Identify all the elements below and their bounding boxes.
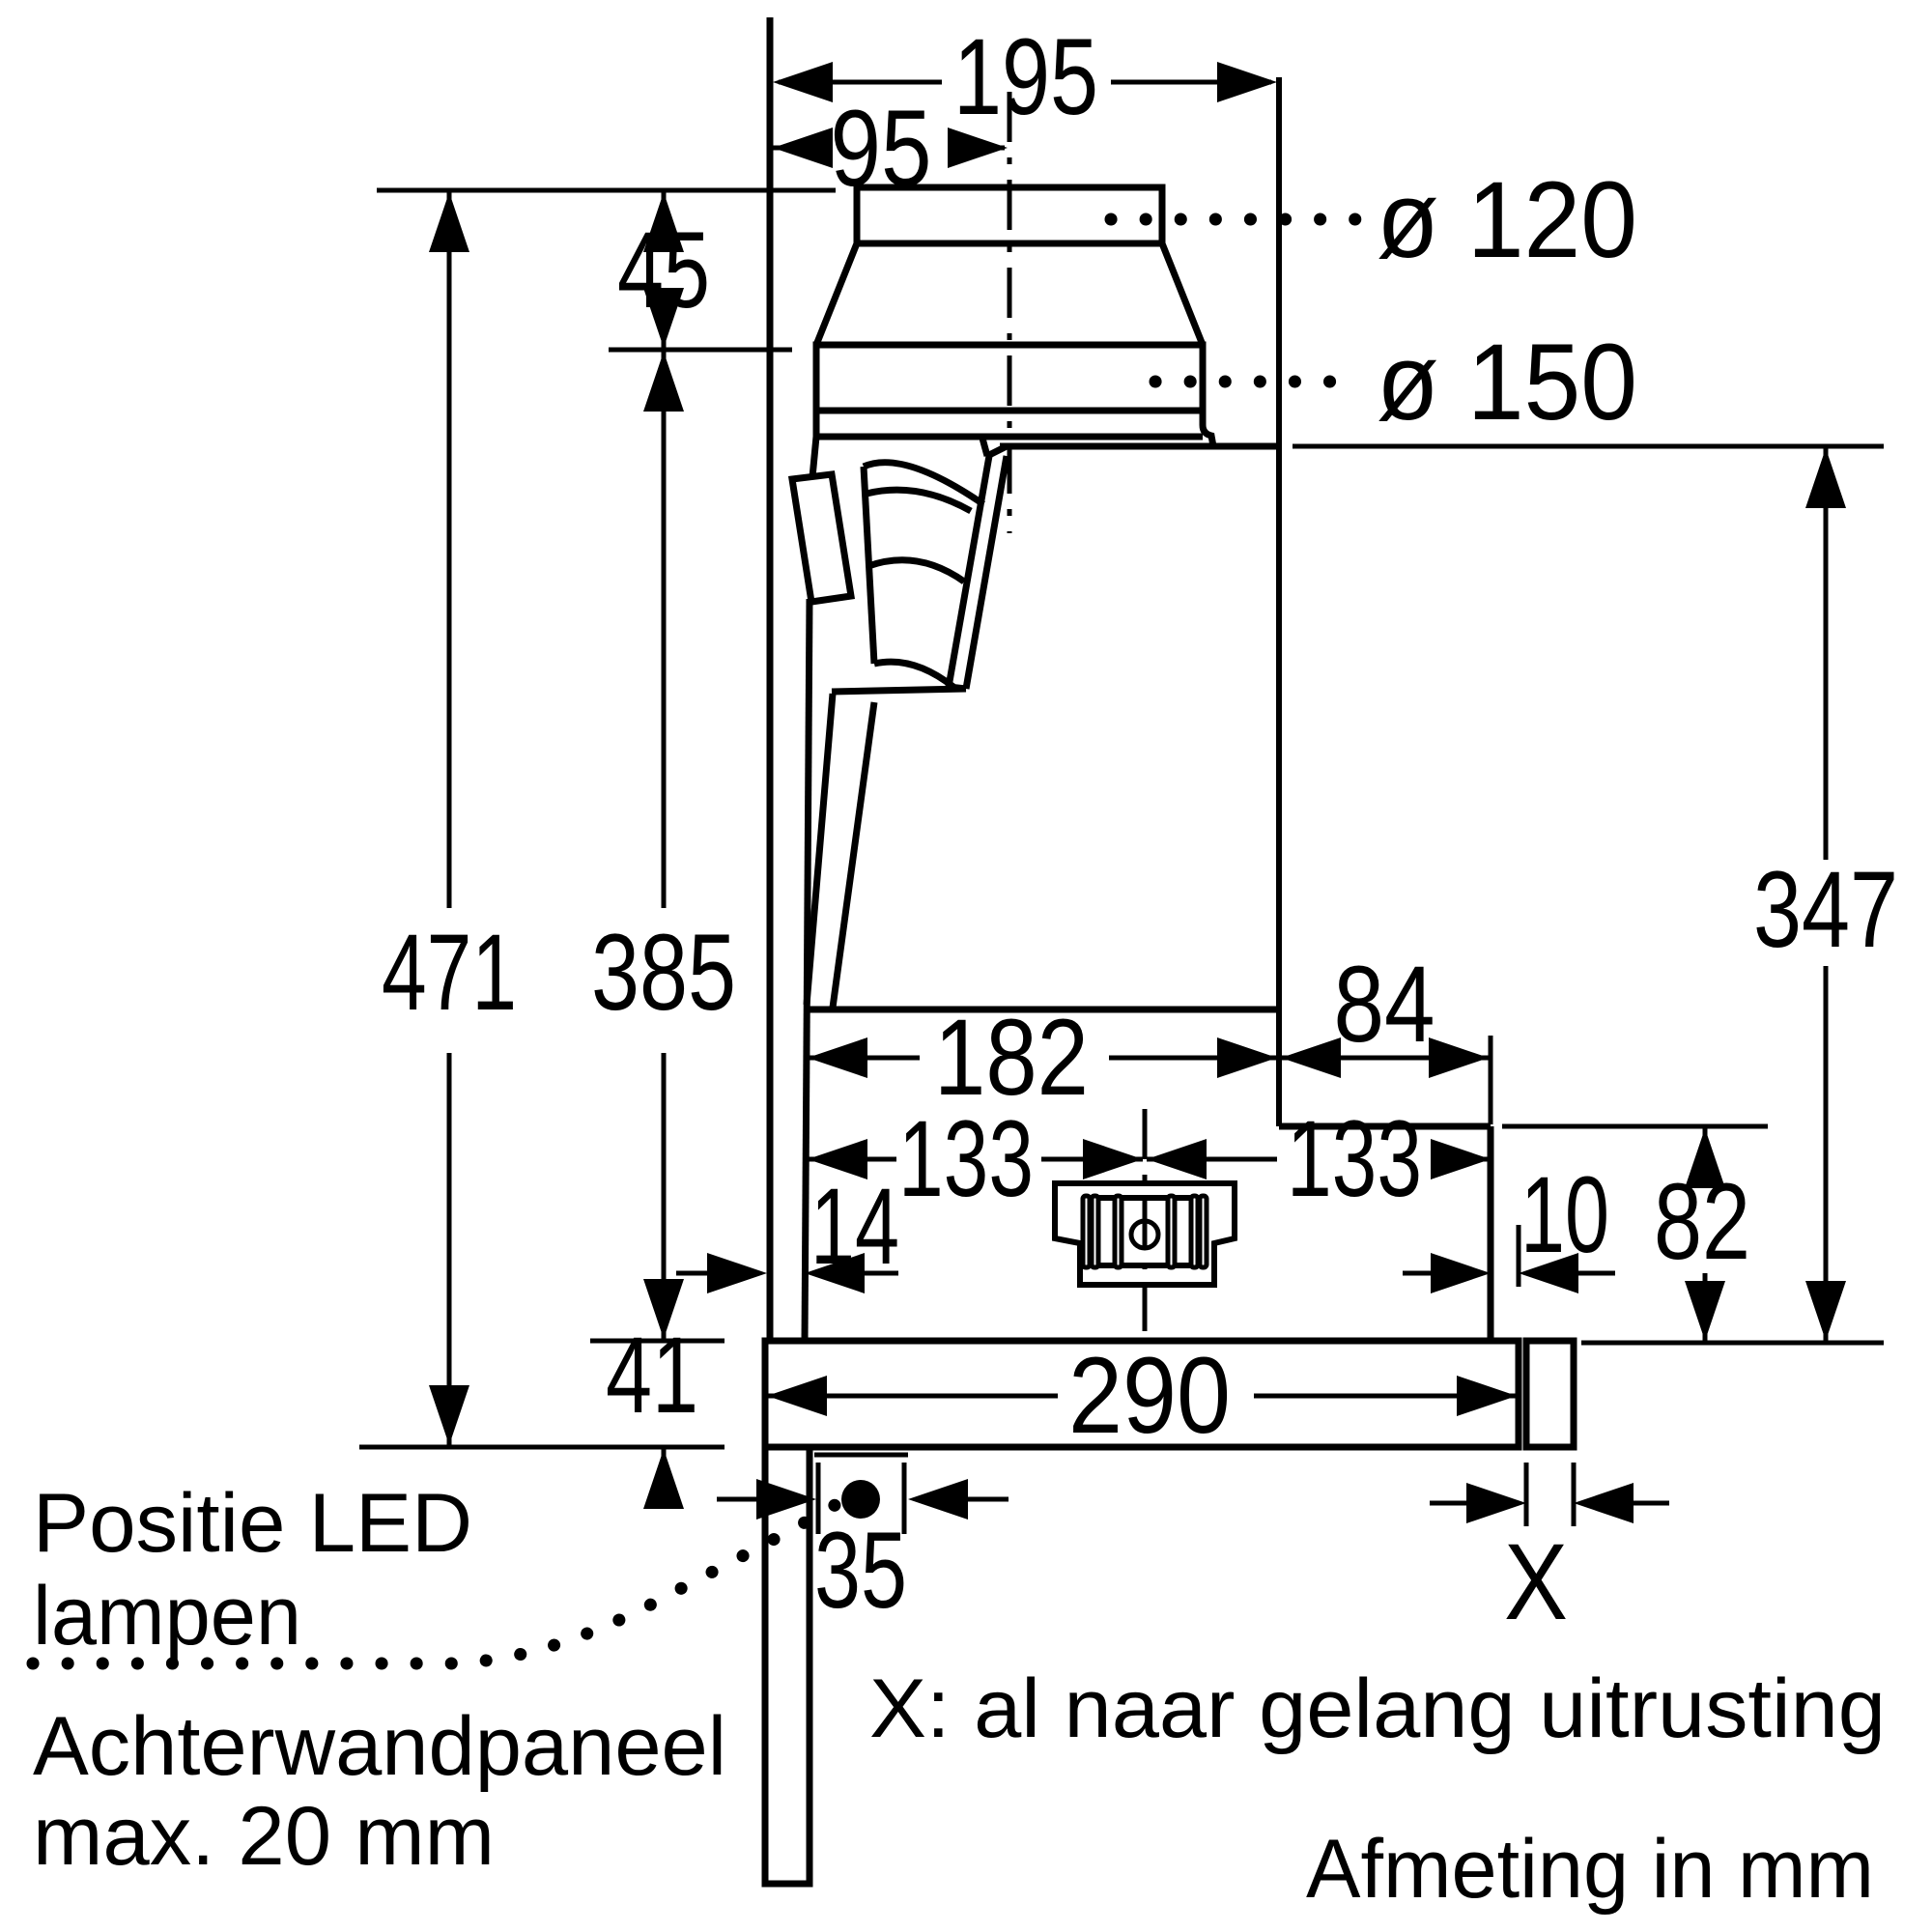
note-led-line2: lampen [33,1570,301,1662]
led-position-marker [814,1452,908,1534]
dim-collar-height-label: 45 [617,210,710,330]
flap-assembly [787,434,1010,696]
duct-adapter-150 [812,341,1217,447]
dim-duct-top-dia-label: ø 120 [1377,159,1637,280]
dim-duct-bottom-dia-label: ø 150 [1377,322,1637,442]
dim-visor-length-label: 290 [1068,1335,1231,1456]
dim-center-back-label: 133 [1287,1098,1422,1219]
dim-body-depth-label: 182 [934,997,1089,1118]
hood-body [801,77,1494,1342]
note-units: Afmeting in mm [1306,1823,1874,1916]
note-led-line1: Positie LED [33,1477,472,1570]
duct-taper [812,242,1207,347]
dim-step-depth-label: 84 [1334,944,1435,1065]
dim-total-height-label: 471 [382,912,517,1033]
dim-step-height-label: 82 [1654,1161,1750,1282]
reference-lines [359,187,1884,1526]
damper-unit [1052,1109,1237,1331]
dim-led-inset-label: 35 [814,1510,907,1631]
dim-half-width-label: 95 [831,88,932,209]
leader-led [26,1497,843,1670]
dim-duct-height-label: 385 [591,912,736,1033]
led-dot [841,1480,880,1519]
note-panel-line2: max. 20 mm [33,1790,495,1883]
note-x-equipment: X: al naar gelang uitrusting [869,1662,1886,1755]
front-strip [1522,1337,1577,1451]
dim-body-height-label: 347 [1753,849,1898,970]
dim-front-panel-label: X [1504,1521,1568,1642]
dim-rear-gap-label: 10 [1520,1154,1609,1275]
dim-wall-gap-label: 14 [810,1166,899,1287]
dim-center-front-label: 133 [898,1098,1034,1219]
note-panel-line1: Achterwandpaneel [33,1700,726,1793]
dim-top-width-label: 195 [953,16,1098,137]
dim-visor-drop-label: 41 [606,1315,698,1435]
arrowheads [429,62,1846,1523]
